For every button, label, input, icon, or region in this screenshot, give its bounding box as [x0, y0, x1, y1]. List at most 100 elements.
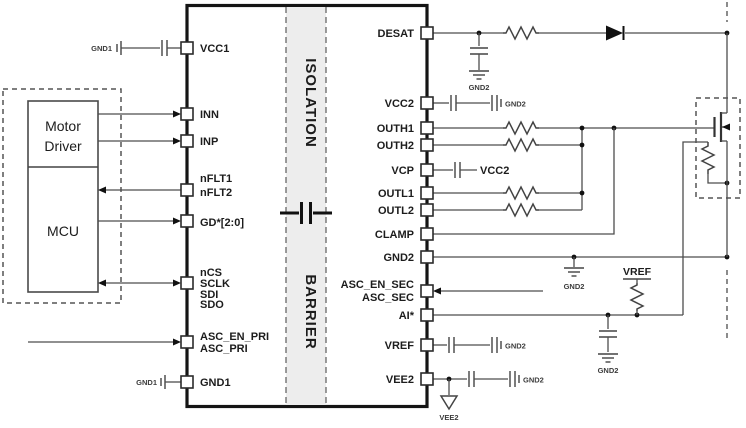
sense-resistor [700, 142, 716, 174]
pin-label-gnd1: GND1 [200, 377, 231, 389]
arrow-asc-sec-icon [433, 287, 441, 295]
right-pin-labels: DESAT VCC2 OUTH1 OUTH2 VCP OUTL1 OUTL2 C… [341, 28, 415, 386]
pin-label-asc-pri: ASC_PRI [200, 343, 248, 355]
pin-outh1 [420, 121, 434, 135]
pin-inp [180, 134, 194, 148]
pin-vee2 [420, 372, 434, 386]
pin-vref [420, 338, 434, 352]
arrow-spi-left-icon [98, 279, 106, 287]
vcc2-decoupling: GND2 [433, 95, 526, 111]
ai-sense-wire [682, 141, 708, 315]
isolation-barrier: ISOLATION BARRIER [280, 7, 332, 405]
isolation-capacitor-icon [280, 202, 332, 224]
outl1-resistor [503, 185, 539, 201]
left-pin-labels: VCC1 INN INP nFLT1 nFLT2 GD*[2:0] nCS SC… [200, 43, 269, 389]
pin-label-vee2: VEE2 [386, 374, 414, 386]
junction-dot [579, 125, 585, 131]
desat-network: GND2 [433, 25, 730, 92]
vee2-network: GND2 VEE2 [433, 371, 544, 422]
pin-label-outh1: OUTH1 [377, 123, 414, 135]
pin-label-sclk: SCLK [200, 278, 230, 290]
pin-label-clamp: CLAMP [375, 229, 414, 241]
pin-label-sdo: SDO [200, 299, 224, 311]
outh1-resistor [503, 120, 539, 136]
pin-label-ai: AI* [399, 310, 415, 322]
pin-ai [420, 308, 434, 322]
vref-pullup-resistor [629, 283, 645, 311]
arrow-spi-right-icon [173, 279, 181, 287]
gnd2-vref-label: GND2 [505, 342, 526, 351]
pin-desat [420, 26, 434, 40]
ai-sense-network: GND2 VREF [433, 141, 730, 375]
gnd2-ai-label: GND2 [598, 366, 619, 375]
pin-label-sdi: SDI [200, 289, 218, 301]
motor-driver-label-line2: Driver [44, 138, 82, 154]
pin-label-gnd2: GND2 [383, 252, 414, 264]
pin-vcp [420, 163, 434, 177]
desat-diode-icon [606, 25, 623, 41]
sense-wire-b [707, 174, 727, 184]
pin-label-nflt2: nFLT2 [200, 187, 232, 199]
controller-section: Motor Driver MCU [2, 88, 122, 304]
pin-label-asc-en-sec: ASC_EN_SEC [341, 279, 414, 291]
controller-dashed-box [2, 88, 122, 304]
arrow-gd-icon [173, 217, 181, 225]
pin-vcc1 [180, 41, 194, 55]
pin-label-ncs: nCS [200, 267, 222, 279]
mosfet-body-arrow-icon [722, 123, 730, 131]
pin-label-outl2: OUTL2 [378, 205, 414, 217]
left-pin-squares [180, 41, 194, 389]
pin-label-outl1: OUTL1 [378, 188, 414, 200]
pin-label-vref: VREF [385, 340, 415, 352]
gnd1-bottom-label: GND1 [136, 378, 157, 387]
pin-outh2 [420, 138, 434, 152]
junction-dot [579, 142, 585, 148]
arrow-inn-icon [173, 110, 181, 118]
gate-drive-network [433, 120, 714, 235]
outl2-resistor [503, 202, 539, 218]
pin-label-gd: GD*[2:0] [200, 217, 244, 229]
isolation-label: ISOLATION [302, 58, 319, 148]
gnd2-vcc2-label: GND2 [505, 100, 526, 109]
gnd2-desat-label: GND2 [469, 83, 490, 92]
vref-pullup-label: VREF [623, 266, 652, 278]
fet-dashed-box [695, 97, 741, 199]
pin-label-vcc1: VCC1 [200, 43, 229, 55]
pin-gd [180, 214, 194, 228]
pin-outl2 [420, 203, 434, 217]
junction-dot [579, 190, 585, 196]
right-pin-squares [420, 26, 434, 386]
pin-label-outh2: OUTH2 [377, 140, 414, 152]
pin-inn [180, 107, 194, 121]
arrow-nflt-icon [98, 186, 106, 194]
gnd2-network: GND2 [433, 254, 730, 291]
vcc2-vcp-label: VCC2 [480, 165, 509, 177]
left-wires [28, 110, 181, 346]
vee2-rail-label: VEE2 [439, 413, 458, 422]
pin-asc-pri [180, 335, 194, 349]
pin-label-vcc2: VCC2 [385, 98, 414, 110]
vee2-rail-arrow-icon [439, 395, 459, 411]
arrow-asc-pri-icon [173, 338, 181, 346]
pin-outl1 [420, 186, 434, 200]
vcp-network: VCC2 [433, 162, 509, 178]
isolation-barrier-strip [286, 7, 326, 405]
mcu-label: MCU [47, 223, 79, 239]
pin-label-desat: DESAT [378, 28, 415, 40]
asc-sec-wire-group [433, 287, 543, 295]
gnd2-vee2-label: GND2 [523, 376, 544, 385]
clamp-wire [433, 128, 615, 235]
pin-label-asc-en-pri: ASC_EN_PRI [200, 331, 269, 343]
barrier-label: BARRIER [302, 274, 319, 349]
gnd2-pin-label: GND2 [564, 282, 585, 291]
pin-asc-sec [420, 284, 434, 298]
pin-label-vcp: VCP [391, 165, 414, 177]
motor-driver-label-line1: Motor [45, 118, 81, 134]
mosfet-icon [713, 112, 730, 142]
vref-decoupling: GND2 [433, 337, 526, 353]
gnd1-top-label: GND1 [91, 44, 112, 53]
vcc1-decoupling: GND1 [91, 40, 181, 56]
pin-vcc2 [420, 96, 434, 110]
